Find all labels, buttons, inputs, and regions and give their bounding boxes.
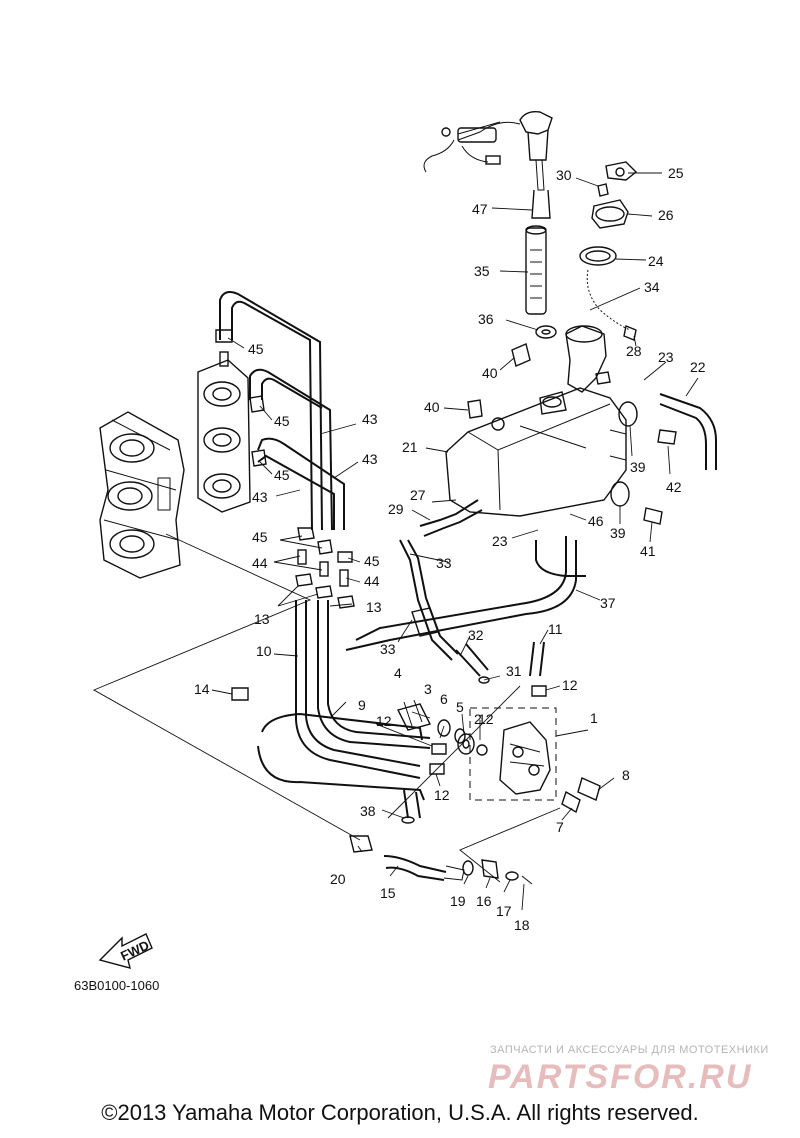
watermark-tagline: ЗАПЧАСТИ И АКСЕССУАРЫ ДЛЯ МОТОТЕХНИКИ (490, 1044, 769, 1056)
callout-27: 27 (410, 487, 426, 503)
callout-12-d: 12 (478, 711, 494, 727)
callout-22: 22 (690, 359, 706, 375)
hose-43-set (219, 291, 345, 531)
callout-10: 10 (256, 643, 272, 659)
callout-33-b: 33 (380, 641, 396, 657)
carburetor-assembly (99, 411, 185, 579)
callout-40-a: 40 (482, 365, 498, 381)
callout-44-a: 44 (252, 555, 268, 571)
intake-manifold (197, 359, 251, 513)
tank-mount-hardware (467, 343, 677, 525)
callout-35: 35 (474, 263, 490, 279)
callout-38: 38 (360, 803, 376, 819)
callout-8: 8 (622, 767, 630, 783)
callout-45-a: 45 (248, 341, 264, 357)
diagram-code: 63B0100-1060 (74, 978, 159, 993)
callout-36: 36 (478, 311, 494, 327)
callout-40-b: 40 (424, 399, 440, 415)
callout-3: 3 (424, 681, 432, 697)
callout-21: 21 (402, 439, 418, 455)
callout-39-b: 39 (610, 525, 626, 541)
callout-23-a: 23 (658, 349, 674, 365)
copyright-notice: ©2013 Yamaha Motor Corporation, U.S.A. A… (101, 1100, 699, 1125)
callout-30: 30 (556, 167, 572, 183)
callout-13-a: 13 (366, 599, 382, 615)
leader-lines (92, 172, 699, 911)
callout-14: 14 (194, 681, 210, 697)
callout-2: 2 (474, 711, 482, 727)
callout-45-d: 45 (252, 529, 268, 545)
callout-12-c: 12 (434, 787, 450, 803)
callout-39-a: 39 (630, 459, 646, 475)
callout-20: 20 (330, 871, 346, 887)
callout-23-b: 23 (492, 533, 508, 549)
callout-44-b: 44 (364, 573, 380, 589)
callout-19: 19 (450, 893, 466, 909)
callout-16: 16 (476, 893, 492, 909)
callout-28: 28 (626, 343, 642, 359)
callout-45-e: 45 (364, 553, 380, 569)
breather-hose (659, 393, 717, 470)
callout-26: 26 (658, 207, 674, 223)
callout-24: 24 (648, 253, 664, 269)
callout-9: 9 (358, 697, 366, 713)
callout-43-a: 43 (362, 411, 378, 427)
callout-42: 42 (666, 479, 682, 495)
hose-10-and-9 (257, 600, 431, 819)
oil-pump (396, 685, 601, 814)
callout-34: 34 (644, 279, 660, 295)
callout-17: 17 (496, 903, 512, 919)
callout-46: 46 (588, 513, 604, 529)
callout-31: 31 (506, 663, 522, 679)
callout-45-b: 45 (274, 413, 290, 429)
callout-43-b: 43 (362, 451, 378, 467)
callout-43-c: 43 (252, 489, 268, 505)
callout-32: 32 (468, 627, 484, 643)
callout-12-b: 12 (376, 713, 392, 729)
fwd-label: FWD (118, 937, 151, 963)
callout-13-b: 13 (254, 611, 270, 627)
feed-hoses (345, 499, 586, 677)
filler-neck-and-cap (565, 161, 638, 393)
oil-level-sensor (423, 110, 557, 339)
callout-numbers: 1 2 3 4 5 6 7 8 9 10 11 12 12 12 12 13 1… (194, 165, 706, 933)
fwd-arrow-icon: FWD (98, 933, 153, 969)
callout-29: 29 (388, 501, 404, 517)
callout-41: 41 (640, 543, 656, 559)
callout-25: 25 (668, 165, 684, 181)
oil-tank (445, 387, 627, 517)
callout-33-a: 33 (436, 555, 452, 571)
callout-47: 47 (472, 201, 488, 217)
callout-4: 4 (394, 665, 402, 681)
callout-1: 1 (590, 710, 598, 726)
callout-5: 5 (456, 699, 464, 715)
callout-45-c: 45 (274, 467, 290, 483)
callout-18: 18 (514, 917, 530, 933)
callout-12-a: 12 (562, 677, 578, 693)
callout-11: 11 (548, 621, 563, 637)
callout-37: 37 (600, 595, 616, 611)
callout-7: 7 (556, 819, 564, 835)
callout-15: 15 (380, 885, 396, 901)
drain-fittings (349, 676, 533, 885)
callout-6: 6 (440, 691, 448, 707)
watermark-logo: PARTSFOR.RU (488, 1058, 753, 1096)
